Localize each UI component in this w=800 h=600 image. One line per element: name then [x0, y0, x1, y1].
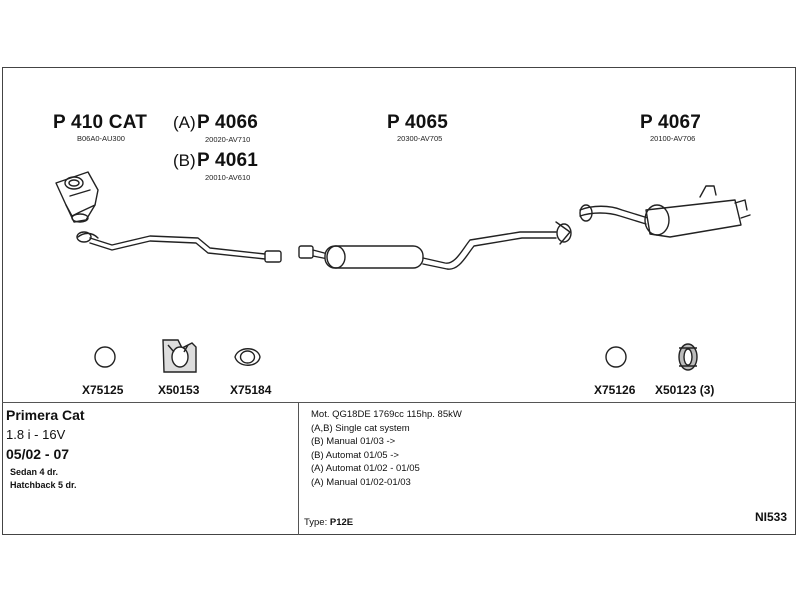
- spec-line: (B) Manual 01/03 ->: [311, 436, 396, 447]
- accessory-label-x75184: X75184: [230, 383, 272, 397]
- spec-list: Mot. QG18DE 1769cc 115hp. 85kW (A,B) Sin…: [311, 408, 462, 489]
- oe-number-p4067: 20100-AV706: [650, 134, 696, 143]
- oe-number-p4061: 20010-AV610: [205, 173, 251, 182]
- accessory-label-x75125: X75125: [82, 383, 124, 397]
- accessory-label-x50153: X50153: [158, 383, 200, 397]
- variant-label-b: (B): [173, 151, 196, 170]
- part-number-p4061: P 4061: [197, 150, 259, 171]
- rear-silencer-drawing: [579, 185, 751, 238]
- spec-line: (A) Manual 01/02-01/03: [311, 476, 411, 488]
- mounting-bracket-icon: [162, 339, 197, 373]
- rubber-hanger-icon: [678, 343, 698, 371]
- variant-label-a: (A): [173, 113, 196, 132]
- middle-silencer-drawing: [298, 221, 572, 270]
- type-value: P12E: [329, 517, 354, 528]
- catalytic-converter-drawing: [55, 171, 99, 223]
- diagram-frame: [2, 67, 796, 535]
- oe-number-p410: B06A0-AU300: [77, 134, 125, 143]
- body-style-hatchback: Hatchback 5 dr.: [10, 480, 77, 490]
- part-number-p4065: P 4065: [387, 112, 449, 133]
- front-pipe-drawing: [76, 231, 282, 263]
- oe-number-p4065: 20300-AV705: [397, 134, 443, 143]
- model-production-dates: 05/02 - 07: [6, 446, 70, 462]
- accessory-label-x75126: X75126: [594, 383, 636, 397]
- model-name: Primera Cat: [6, 407, 85, 423]
- table-column-divider: [298, 402, 299, 535]
- table-top-divider: [2, 402, 796, 403]
- vehicle-type-row: Type: P12E: [304, 517, 353, 528]
- model-engine: 1.8 i - 16V: [6, 427, 66, 442]
- type-label: Type:: [304, 517, 328, 528]
- part-number-p410-cat: P 410 CAT: [53, 112, 148, 133]
- gasket-ring-icon: [94, 346, 116, 368]
- flange-gasket-icon: [234, 348, 261, 366]
- spec-line: (A,B) Single cat system: [311, 422, 410, 434]
- diagram-code: NI533: [755, 510, 788, 524]
- spec-line: Mot. QG18DE 1769cc 115hp. 85kW: [311, 409, 462, 420]
- spec-line: (A) Automat 01/02 - 01/05: [311, 463, 420, 474]
- part-number-p4066: P 4066: [197, 112, 259, 133]
- accessory-label-x50123: X50123 (3): [655, 383, 715, 397]
- spec-line: (B) Automat 01/05 ->: [311, 449, 399, 461]
- part-number-p4067: P 4067: [640, 112, 702, 133]
- gasket-ring-icon-rear: [605, 346, 627, 368]
- oe-number-p4066: 20020-AV710: [205, 135, 251, 144]
- body-style-sedan: Sedan 4 dr.: [10, 467, 59, 477]
